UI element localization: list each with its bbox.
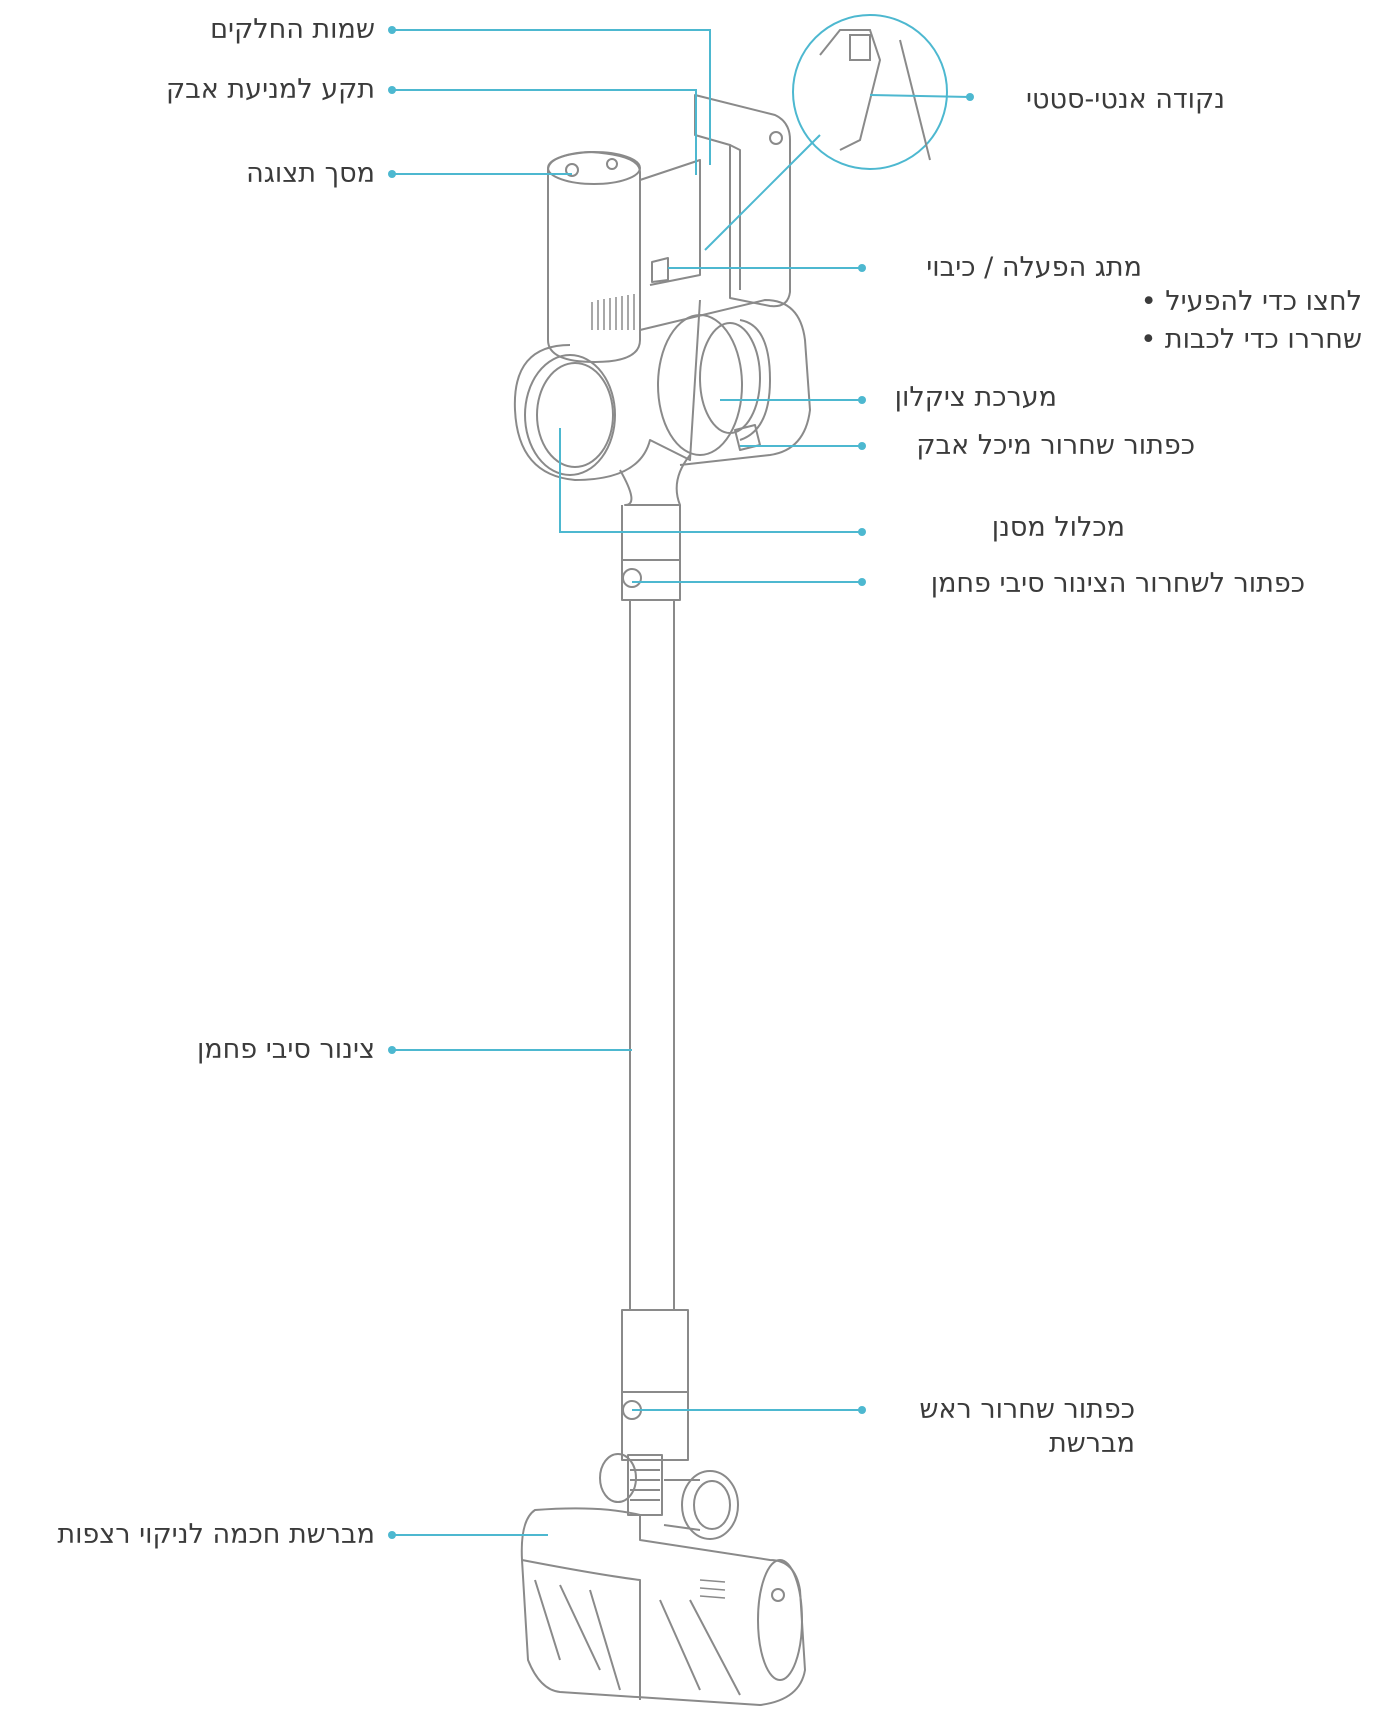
cyclone-ring-2 (699, 322, 761, 434)
label-bin-release: כפתור שחרור מיכל אבק (916, 430, 1195, 461)
leader-dots (388, 26, 974, 1539)
leader-dust-plug (392, 89, 697, 175)
label-cyclone: מערכת ציקלון (894, 382, 1057, 413)
cyclone-body (639, 299, 811, 466)
lower-collar (621, 1309, 689, 1461)
handle-arm (639, 159, 701, 286)
label-dust-plug: תקע למניעת אבק (166, 74, 375, 105)
floor-brush-head (520, 1507, 806, 1706)
antistatic-zoom (704, 14, 948, 251)
label-floor-brush: מברשת חכמה לניקוי רצפות (57, 1519, 375, 1550)
tube-collar (621, 505, 681, 601)
display-button (565, 163, 579, 177)
label-power-trigger-release: שחררו כדי לכבות • (1140, 324, 1362, 355)
label-filter: מכלול מסנן (991, 512, 1125, 543)
label-part-names: שמות החלקים (210, 14, 375, 45)
label-brush-release-2: מברשת (1048, 1428, 1135, 1459)
label-brush-release-1: כפתור שחרור ראש (919, 1394, 1135, 1425)
filter-cap (524, 354, 616, 476)
handle-loop (694, 94, 791, 308)
tube-release-btn (622, 568, 642, 588)
filter-housing (513, 299, 701, 481)
neck (619, 454, 691, 506)
leader-part-names (392, 29, 711, 165)
label-carbon-tube: צינור סיבי פחמן (196, 1034, 375, 1065)
leader-filter (559, 428, 862, 533)
leader-antistatic (869, 94, 971, 98)
label-power-trigger-press: לחצו כדי להפעיל • (1140, 286, 1362, 317)
label-display: מסך תצוגה (246, 158, 375, 189)
trigger (651, 257, 669, 283)
vent-lines (591, 294, 635, 330)
label-power-trigger: מתג הפעלה / כיבוי (926, 252, 1142, 283)
leader-lines (392, 29, 971, 1536)
swivel-joint (599, 1453, 739, 1540)
label-antistatic-point: נקודה אנטי-סטטי (1025, 84, 1225, 115)
display-top (547, 151, 641, 185)
label-tube-release: כפתור לשחרור הצינור סיבי פחמן (930, 568, 1305, 599)
vacuum-outline (513, 94, 811, 1706)
